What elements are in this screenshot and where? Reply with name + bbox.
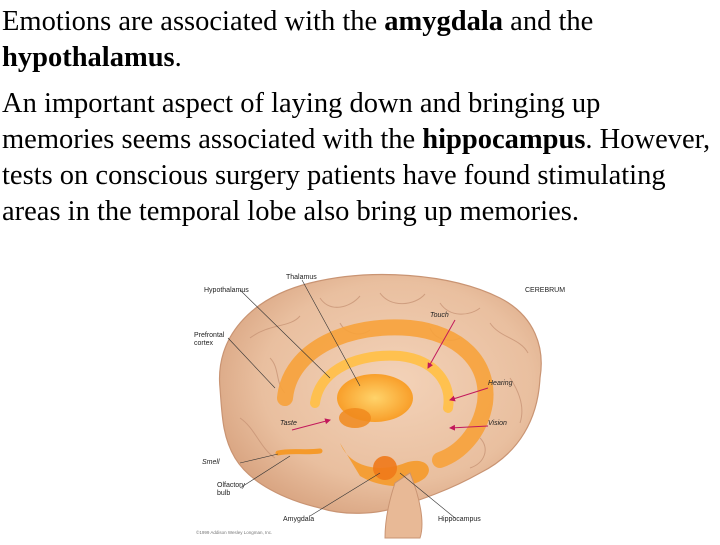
text-run: and the (503, 6, 594, 37)
label-touch: Touch (430, 312, 449, 319)
label-hypothalamus: Hypothalamus (204, 287, 249, 294)
pointer-lines (227, 279, 456, 519)
paragraph-emotions: Emotions are associated with the amygdal… (2, 4, 718, 76)
amygdala-shape (373, 456, 397, 480)
brainstem (384, 472, 423, 539)
label-smell: Smell (202, 459, 220, 466)
inner-arc (310, 350, 454, 413)
copyright-notice: ©1999 Addison Wesley Longman, Inc. (196, 530, 273, 535)
brain-folds (239, 292, 529, 469)
sensory-arrows (291, 319, 489, 431)
text-run: . However, tests on conscious surgery pa… (2, 124, 711, 227)
term-hippocampus: hippocampus (422, 124, 586, 155)
label-amygdala: Amygdala (283, 516, 315, 523)
olfactory-bulb-shape (275, 448, 323, 456)
cingulate-arc (277, 319, 494, 468)
label-olfactory-bulb: Olfactory bulb (217, 482, 246, 497)
label-hippocampus: Hippocampus (438, 516, 481, 523)
label-thalamus: Thalamus (286, 274, 317, 281)
label-prefrontal-cortex: Prefrontal cortex (194, 332, 225, 347)
text-run: Emotions are associated with the (2, 6, 385, 37)
label-taste: Taste (280, 420, 297, 427)
label-hearing: Hearing (488, 380, 513, 387)
term-hypothalamus: hypothalamus (2, 42, 175, 73)
text-run: An important aspect of laying down and b… (2, 88, 601, 155)
brain-illustration (218, 274, 542, 539)
term-amygdala: amygdala (384, 6, 504, 37)
text-run: . (174, 42, 182, 73)
paragraph-memory: An important aspect of laying down and b… (2, 86, 718, 230)
brain-diagram: Hypothalamus Thalamus CEREBRUM Prefronta… (180, 268, 720, 540)
slide-text: Emotions are associated with the amygdal… (2, 4, 718, 230)
label-cerebrum: CEREBRUM (525, 287, 566, 294)
hypothalamus-shape (339, 408, 371, 428)
label-vision: Vision (488, 420, 507, 427)
